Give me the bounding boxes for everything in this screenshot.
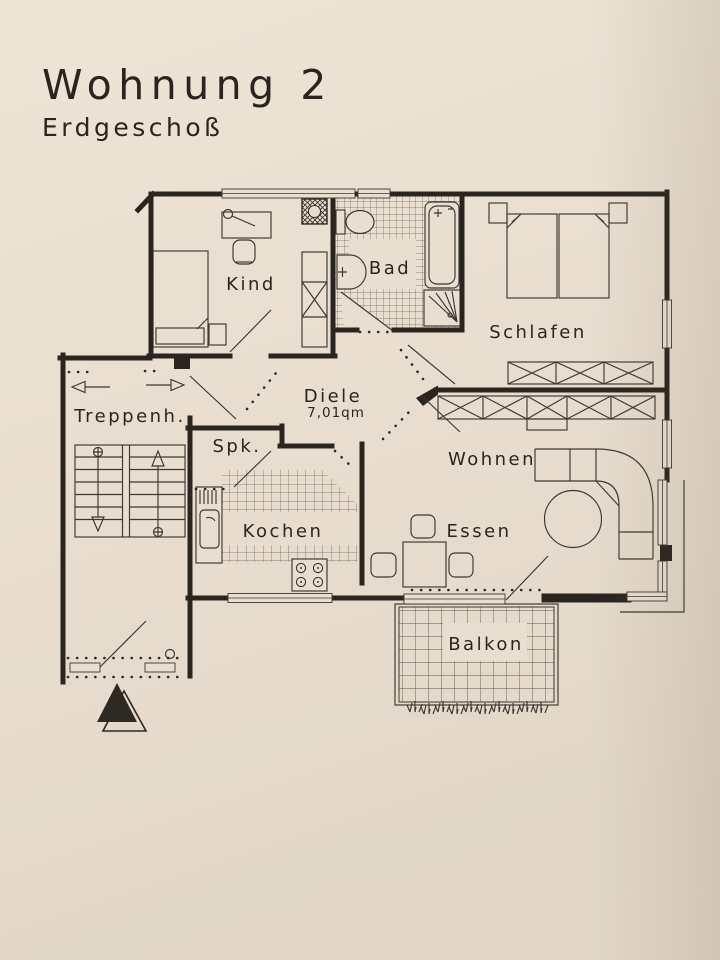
balcony-door-threshold — [403, 593, 506, 605]
window-top-kind — [221, 188, 356, 199]
page-subtitle: Erdgeschoß — [42, 113, 223, 142]
window-right-wohnen — [662, 419, 672, 469]
label-treppenhaus: Treppenh. — [73, 406, 185, 427]
sink-bad — [336, 254, 367, 290]
shower — [423, 289, 462, 327]
ventilation-shaft — [301, 198, 328, 225]
label-spk: Spk. — [213, 436, 262, 457]
label-balkon: Balkon — [448, 634, 524, 655]
page-title: Wohnung 2 — [42, 61, 333, 109]
window-right-schlafen — [662, 299, 672, 349]
stove — [291, 558, 328, 592]
label-diele-area: 7,01qm — [307, 405, 365, 421]
label-wohnen: Wohnen — [448, 449, 536, 470]
toilet — [335, 209, 375, 235]
label-diele: Diele — [304, 386, 363, 407]
window-top-bad — [357, 188, 391, 199]
kitchen-sink-unit — [195, 486, 223, 564]
label-bad: Bad — [369, 258, 411, 279]
bathtub — [424, 201, 460, 289]
label-schlafen: Schlafen — [489, 322, 587, 343]
window-kitchen — [227, 593, 333, 603]
label-kind: Kind — [226, 274, 276, 295]
label-kochen: Kochen — [243, 521, 324, 542]
label-essen: Essen — [446, 521, 511, 542]
